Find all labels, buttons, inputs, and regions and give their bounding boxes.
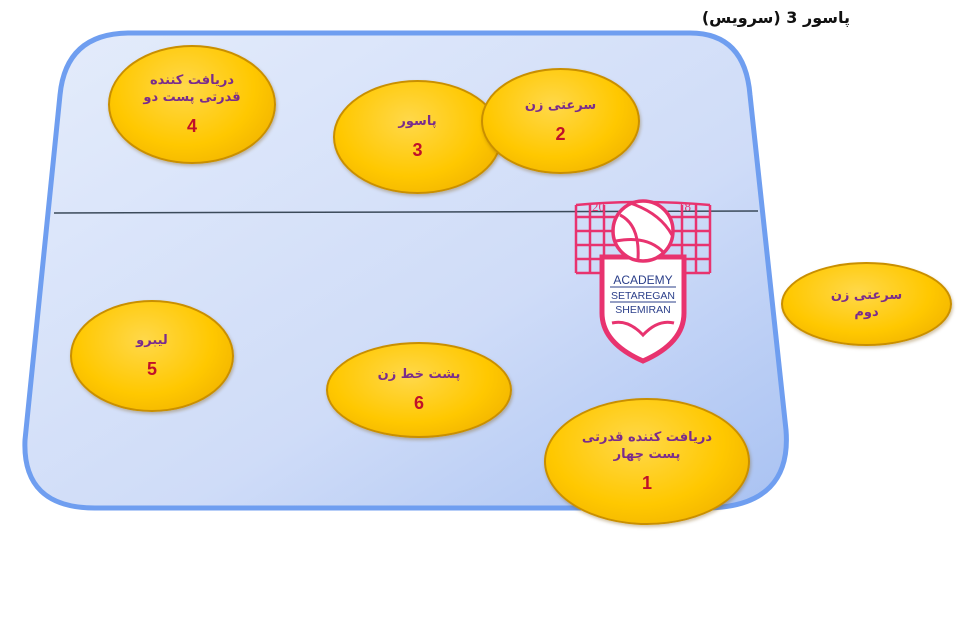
player-number: 5 [146,359,157,379]
player-position-6[interactable]: پشت خط زن 6 [326,342,512,438]
player-number: 3 [412,140,423,160]
player-role-label: دریافت کننده قدرتی پست چهار [581,430,713,462]
player-position-3[interactable]: پاسور 3 [333,80,502,194]
player-role-label: دریافت کننده قدرتی پست دو [143,73,241,105]
academy-logo: 20 18 ACADEMY SETAREGAN SHEMIRAN [574,199,712,364]
player-position-2[interactable]: سرعتی زن 2 [481,68,640,174]
logo-year-left: 20 [592,199,605,214]
player-position-1[interactable]: دریافت کننده قدرتی پست چهار 1 [544,398,750,525]
player-number: 1 [641,473,652,493]
player-number: 2 [555,124,566,144]
player-role-label: پاسور [398,114,437,129]
diagram-title: پاسور 3 (سرویس) [701,8,850,27]
player-role-label: لیبرو [136,333,168,348]
substitute-player[interactable]: سرعتی زن دوم [781,262,952,346]
logo-text-shemiran: SHEMIRAN [615,304,670,316]
player-number: 6 [413,393,424,413]
player-role-label: سرعتی زن دوم [830,288,903,320]
player-position-5[interactable]: لیبرو 5 [70,300,234,412]
logo-text-setaregan: SETAREGAN [611,290,675,302]
player-number: 4 [186,116,197,136]
logo-year-right: 18 [678,199,691,214]
logo-text-academy: ACADEMY [613,273,672,287]
player-role-label: پشت خط زن [377,367,461,382]
player-role-label: سرعتی زن [524,98,597,113]
player-position-4[interactable]: دریافت کننده قدرتی پست دو 4 [108,45,276,164]
